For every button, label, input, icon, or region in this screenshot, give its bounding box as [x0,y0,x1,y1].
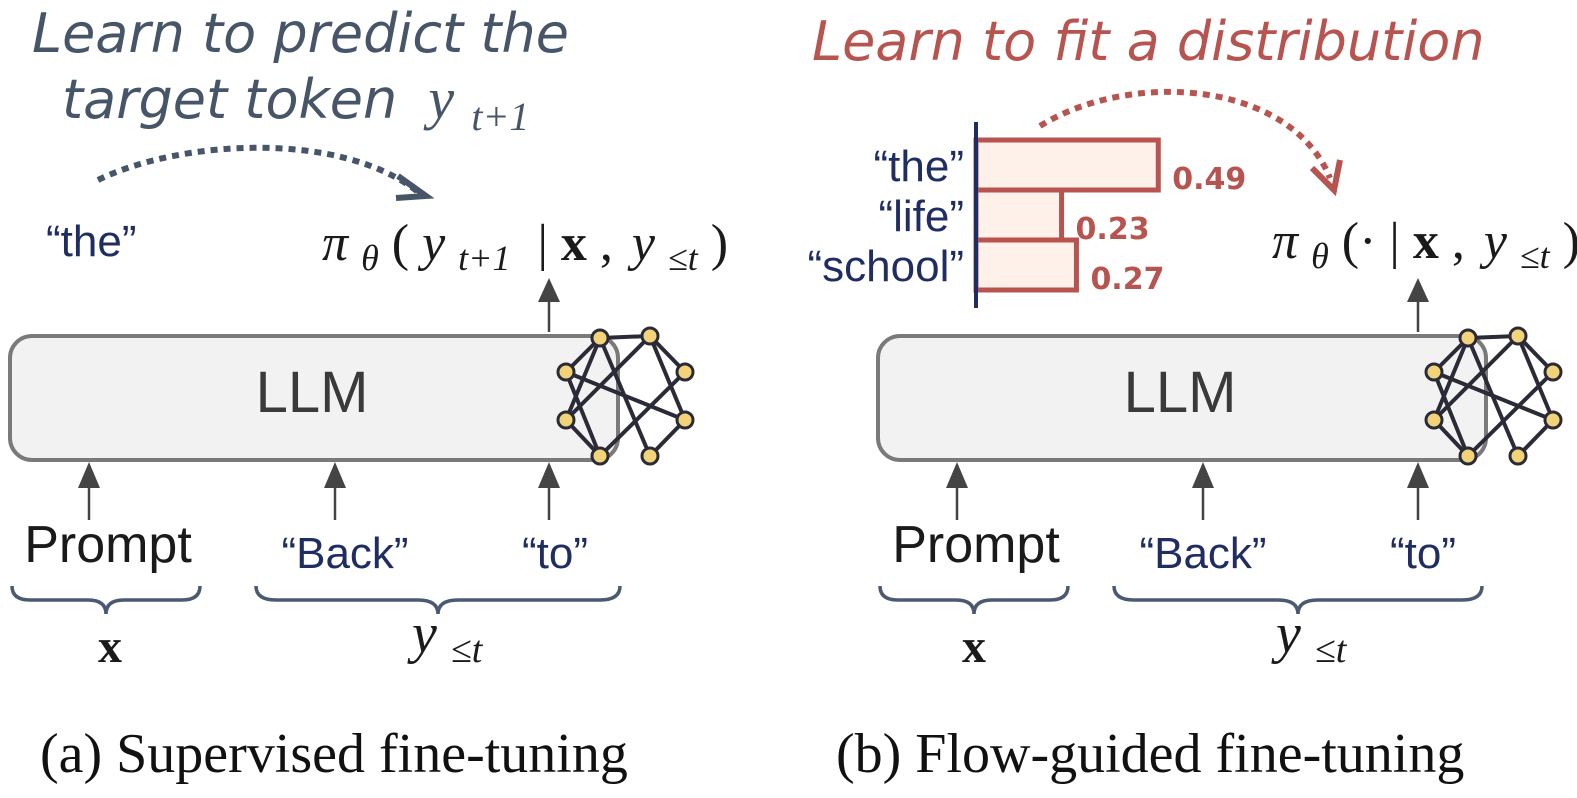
brace-y-var: y [407,603,437,665]
panel-a-dotted-arrow [96,144,420,195]
panel-b-brace-x [878,585,1070,615]
open-paren: ( [392,215,409,272]
token-label: “school” [808,242,965,291]
theta-symbol: θ [361,238,379,278]
distribution-bar [973,237,1079,293]
token-label: “the” [874,142,964,191]
panel-a-headline-var: y [423,66,454,131]
panel-a-caption: (a) Supervised fine-tuning [40,723,628,785]
panel-a-headline-line1: Learn to predict the [32,2,569,65]
panel-a-headline-line2: target token y t+1 [62,66,529,139]
panel-b-llm-box [876,334,1488,462]
panel-a-brace-y-label: y ≤t [407,603,484,671]
panel-a-headline-sub: t+1 [471,94,529,139]
pi-symbol: π [322,215,350,272]
panel-a-input-to: “to” [522,529,588,578]
given-bar: | [537,215,547,272]
panel-b-output-formula: π θ (· | x , y ≤t ) [1272,213,1577,280]
y2-symbol: y [627,215,656,272]
close-paren: ) [711,215,728,272]
panel-b-output-arrowhead [1407,278,1429,302]
panel-a-brace-x [10,585,202,615]
distribution-bar [973,187,1065,243]
panel-a-input-arrows [78,462,560,520]
panel-b-input-arrows [946,462,1429,520]
panel-a: Learn to predict the target token y t+1 … [8,2,728,785]
y-symbol: y [417,215,446,272]
panel-b-caption: (b) Flow-guided fine-tuning [836,723,1464,785]
neural-network-icon [556,326,695,466]
panel-b-input-back: “Back” [1139,529,1266,578]
panel-a-dotted-arrowhead [395,173,435,201]
panel-a-input-prompt: Prompt [24,516,192,574]
token-label: “life” [878,192,964,241]
brace-y-var: y [1271,603,1301,665]
panel-a-headline-text: target token [62,68,397,131]
panel-a-output-formula: π θ ( y t+1 | x , y ≤t ) [322,215,728,282]
panel-b-dotted-arrow [1038,88,1333,180]
panel-a-llm-box [8,334,620,462]
comma: , [1452,213,1465,270]
y-symbol: y [1479,213,1508,270]
open-paren-dot: (· [1342,213,1377,270]
y-subscript: t+1 [458,238,510,278]
panel-a-token-the: “the” [46,217,136,266]
panel-b-llm-label: LLM [1124,360,1237,425]
brace-y-sub: ≤t [1315,629,1348,671]
y2-subscript: ≤t [668,238,699,278]
probability-label: 0.27 [1090,262,1164,297]
panel-a-llm-label: LLM [256,360,369,425]
comma: , [600,215,613,272]
x-symbol: x [1413,213,1439,270]
close-paren: ) [1563,213,1577,270]
given-bar: | [1389,213,1399,270]
theta-symbol: θ [1311,236,1329,276]
y-subscript: ≤t [1520,236,1551,276]
probability-label: 0.23 [1076,212,1150,247]
panel-b-input-prompt: Prompt [892,516,1060,574]
panel-a-brace-y [254,585,622,615]
panel-a-brace-x-label: x [98,620,122,673]
pi-symbol: π [1272,213,1300,270]
panel-b-headline: Learn to fit a distribution [812,10,1485,73]
brace-y-sub: ≤t [451,629,484,671]
panel-b: Learn to fit a distribution 0.49 “the” 0.2… [808,10,1577,785]
x-symbol: x [561,215,587,272]
distribution-chart: 0.49 “the” 0.23 “life” 0.27 “school” [808,122,1246,308]
panel-a-output-arrowhead [538,278,560,302]
panel-b-dotted-arrowhead [1309,159,1343,197]
panel-b-brace-y-label: y ≤t [1271,603,1348,671]
distribution-bar [973,137,1161,193]
panel-b-input-to: “to” [1390,529,1456,578]
panel-a-input-back: “Back” [281,529,408,578]
panel-b-brace-y [1112,585,1484,615]
probability-label: 0.49 [1172,162,1246,197]
panel-b-brace-x-label: x [962,620,986,673]
neural-network-icon [1424,326,1563,466]
